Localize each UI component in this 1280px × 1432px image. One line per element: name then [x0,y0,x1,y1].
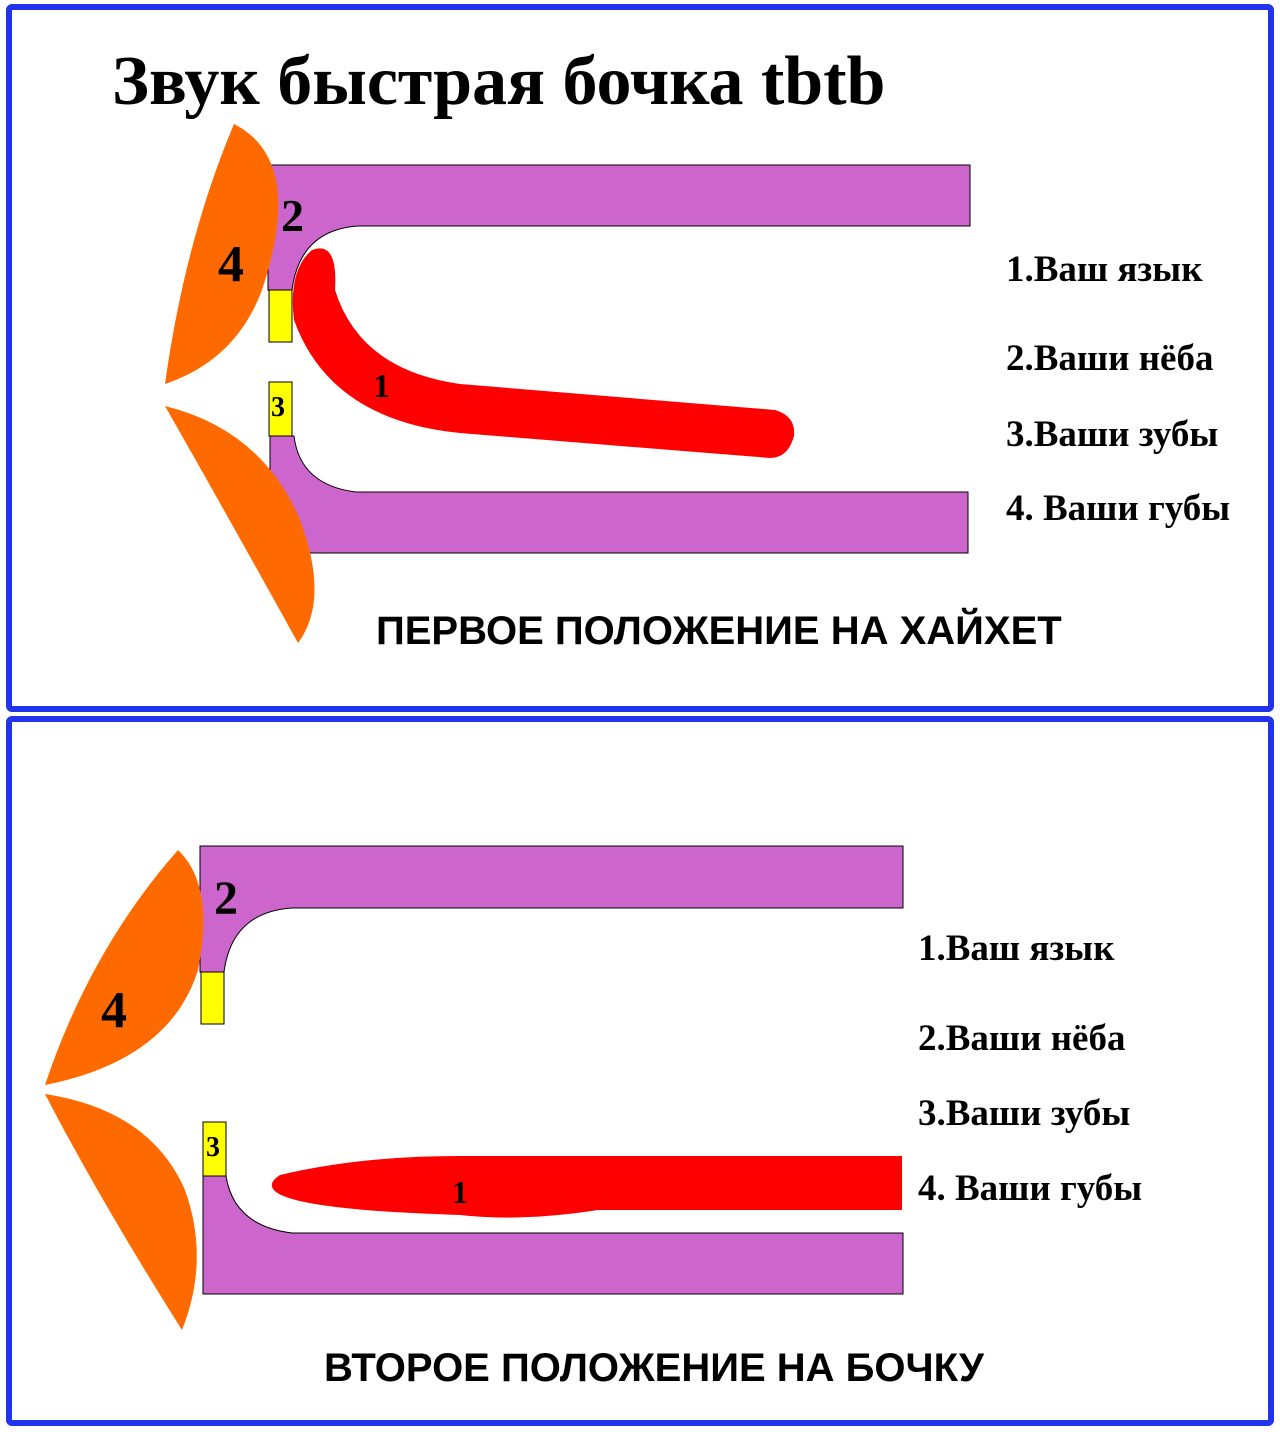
upper-teeth [200,971,225,1025]
upper-lip [165,124,279,384]
upper-palate [199,845,904,973]
lower-palate [202,1175,904,1295]
first-position-legend: 1.Ваш язык 2.Ваши нёба 3.Ваши зубы 4. Ва… [1006,249,1230,529]
legend-item-palate: 2.Ваши нёба [918,1018,1125,1059]
lower-teeth [202,1121,227,1177]
marker-palate: 2 [281,190,304,241]
upper-teeth [268,289,293,343]
legend-item-teeth: 3.Ваши зубы [918,1093,1130,1134]
upper-lip [45,850,204,1085]
first-position-caption: ПЕРВОЕ ПОЛОЖЕНИЕ НА ХАЙХЕТ [376,607,1062,653]
lower-palate [269,435,969,554]
second-position-legend: 1.Ваш язык 2.Ваши нёба 3.Ваши зубы 4. Ва… [918,928,1142,1209]
legend-item-tongue: 1.Ваш язык [918,928,1115,969]
marker-tongue: 1 [452,1174,468,1210]
panel-first-position [6,4,1274,712]
lower-teeth [268,381,293,437]
legend-item-lips: 4. Ваши губы [1006,488,1230,529]
second-position-diagram: 4 2 3 1 [45,845,904,1330]
tongue [292,248,795,458]
legend-item-tongue: 1.Ваш язык [1006,249,1203,290]
marker-palate: 2 [214,872,238,925]
legend-item-palate: 2.Ваши нёба [1006,338,1213,379]
marker-lips: 4 [101,982,127,1039]
lower-lip [45,1094,197,1330]
first-position-diagram: 4 2 3 1 [165,124,971,643]
tongue [271,1156,902,1218]
legend-item-teeth: 3.Ваши зубы [1006,414,1218,455]
second-position-caption: ВТОРОЕ ПОЛОЖЕНИЕ НА БОЧКУ [324,1346,985,1390]
legend-item-lips: 4. Ваши губы [918,1168,1142,1209]
upper-palate [267,164,971,291]
panel-second-position [6,716,1274,1426]
marker-tongue: 1 [373,368,390,405]
lower-lip [165,406,315,643]
page-title: Звук быстрая бочка tbtb [112,43,885,120]
marker-teeth: 3 [271,392,285,423]
marker-teeth: 3 [206,1132,220,1163]
marker-lips: 4 [218,236,244,293]
